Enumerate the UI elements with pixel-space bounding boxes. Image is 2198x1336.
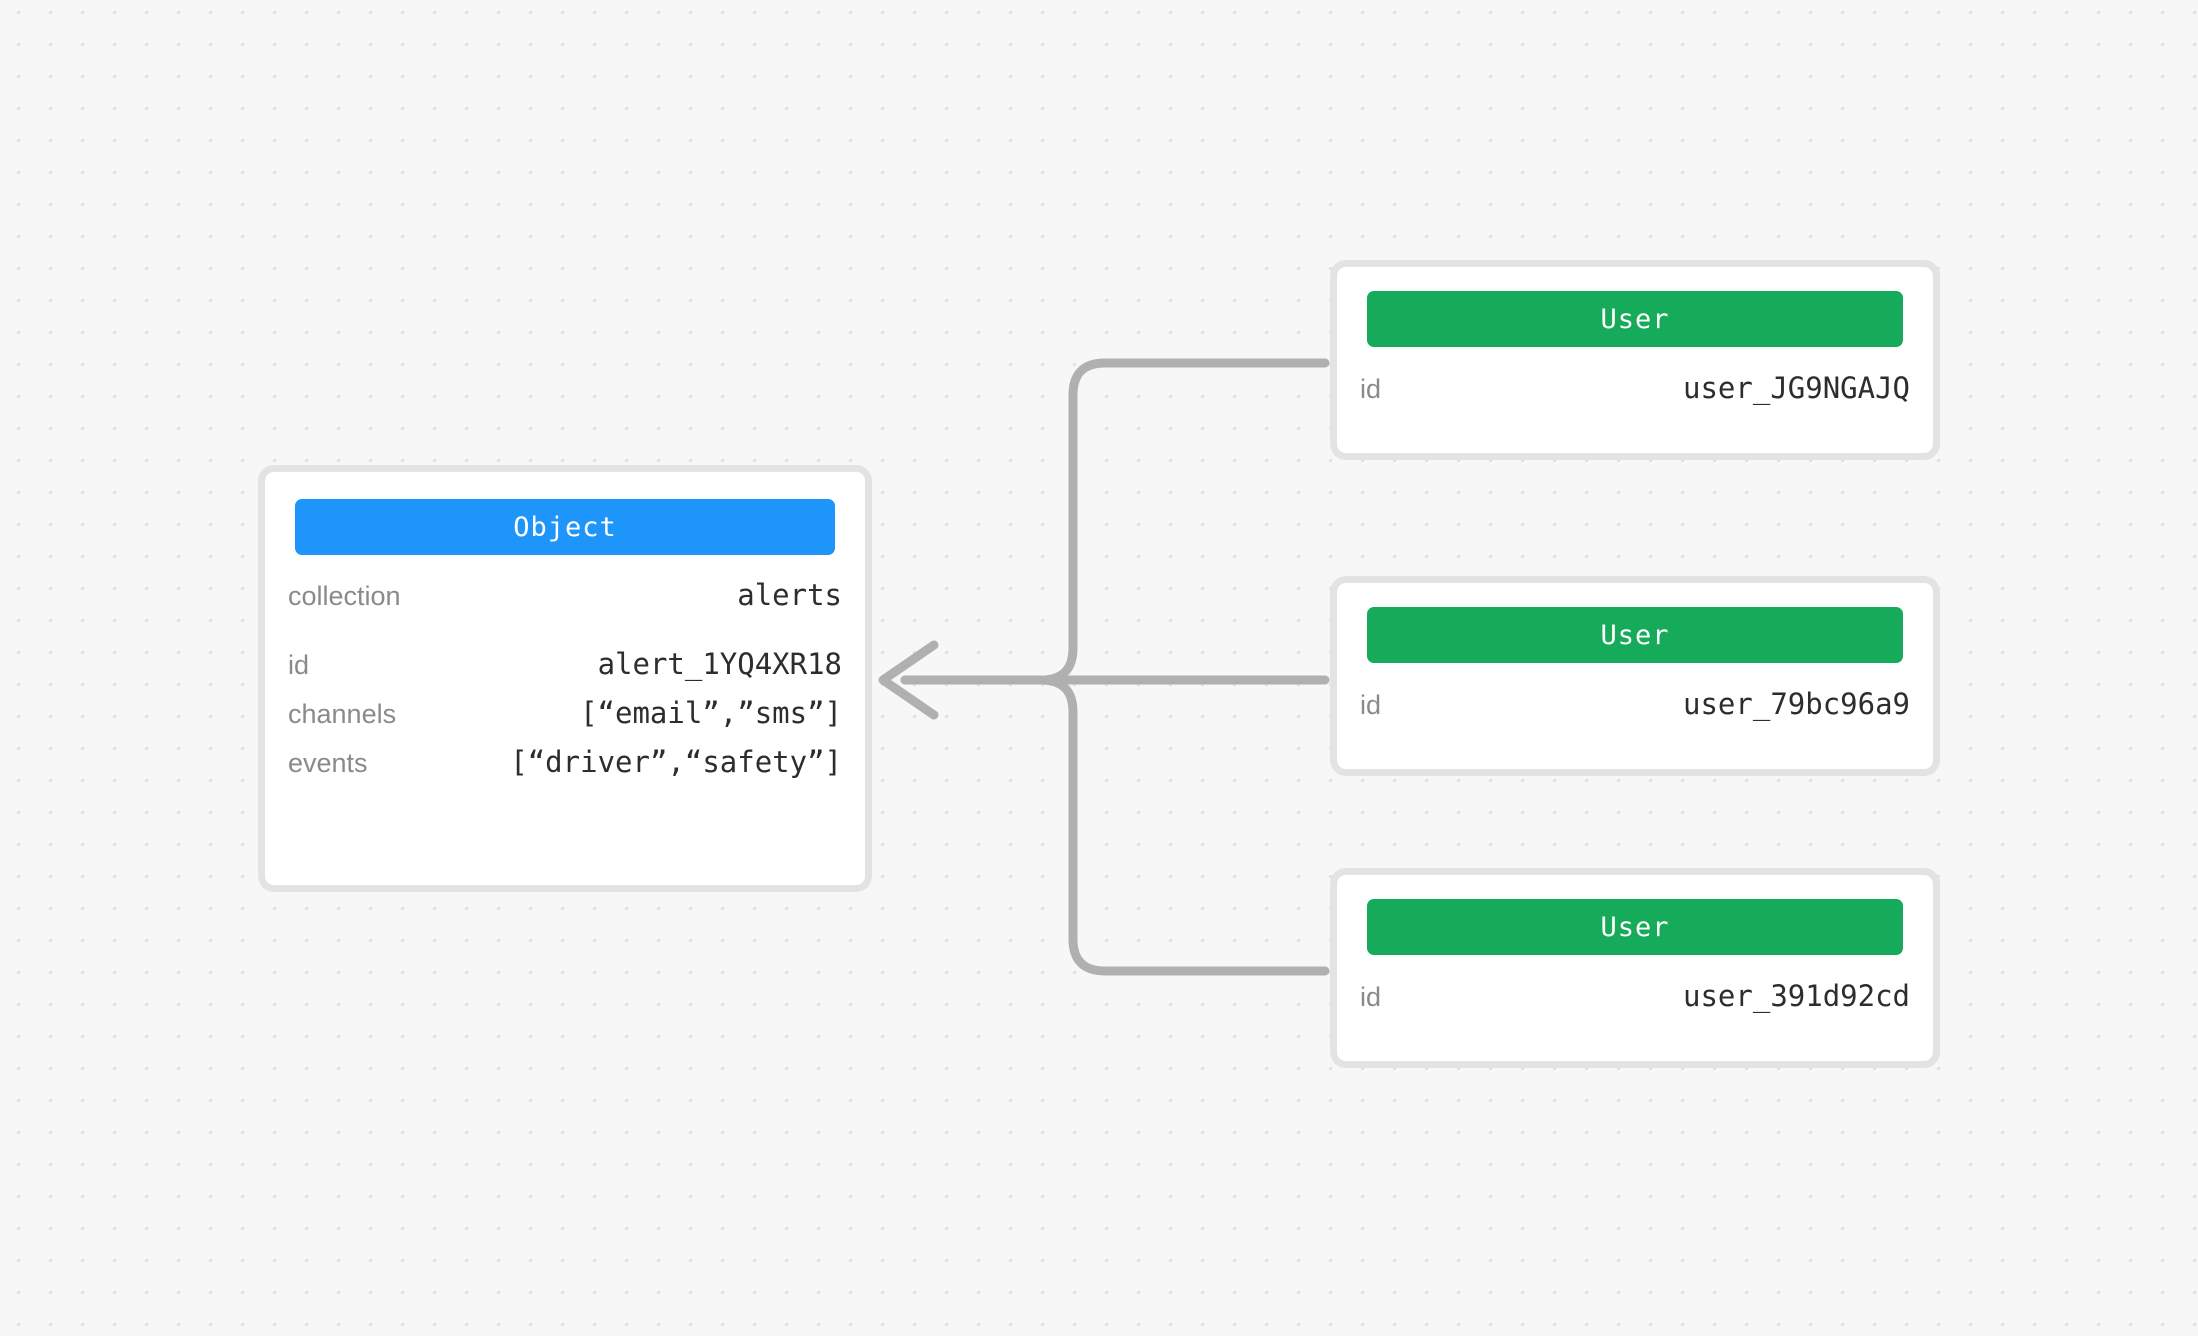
field-key: channels <box>288 699 397 729</box>
table-row: collection alerts <box>288 578 842 627</box>
field-key: id <box>1360 374 1382 404</box>
field-value: [“email”,”sms”] <box>580 696 842 730</box>
table-row: id user_391d92cd <box>1360 979 1910 1028</box>
object-node-header: Object <box>295 499 835 555</box>
table-row: id user_JG9NGAJQ <box>1360 371 1910 420</box>
edge-user-1 <box>900 358 1330 685</box>
field-key: collection <box>288 581 401 611</box>
table-row: id user_79bc96a9 <box>1360 687 1910 736</box>
user-fields: id user_79bc96a9 <box>1360 687 1910 736</box>
user-node-3[interactable]: User id user_391d92cd <box>1330 868 1940 1068</box>
user-node-header: User <box>1367 291 1903 347</box>
table-row: events [“driver”,“safety”] <box>288 745 842 794</box>
field-value: alert_1YQ4XR18 <box>597 647 842 681</box>
field-value: user_391d92cd <box>1683 979 1910 1013</box>
object-primary-fields: collection alerts <box>288 578 842 627</box>
edge-arrowhead-icon <box>878 640 939 720</box>
field-value: [“driver”,“safety”] <box>510 745 842 779</box>
field-key: id <box>288 650 310 680</box>
object-secondary-fields: id alert_1YQ4XR18 channels [“email”,”sms… <box>288 647 842 794</box>
field-key: id <box>1360 982 1382 1012</box>
edge-user-3 <box>900 675 1330 976</box>
user-node-1[interactable]: User id user_JG9NGAJQ <box>1330 260 1940 460</box>
field-key: id <box>1360 690 1382 720</box>
user-node-2[interactable]: User id user_79bc96a9 <box>1330 576 1940 776</box>
field-value: user_JG9NGAJQ <box>1683 371 1910 405</box>
user-node-header: User <box>1367 607 1903 663</box>
field-value: alerts <box>737 578 842 612</box>
table-row: id alert_1YQ4XR18 <box>288 647 842 696</box>
object-node[interactable]: Object collection alerts id alert_1YQ4XR… <box>258 465 872 892</box>
field-value: user_79bc96a9 <box>1683 687 1910 721</box>
user-fields: id user_391d92cd <box>1360 979 1910 1028</box>
table-row: channels [“email”,”sms”] <box>288 696 842 745</box>
user-node-header: User <box>1367 899 1903 955</box>
user-fields: id user_JG9NGAJQ <box>1360 371 1910 420</box>
field-key: events <box>288 748 368 778</box>
